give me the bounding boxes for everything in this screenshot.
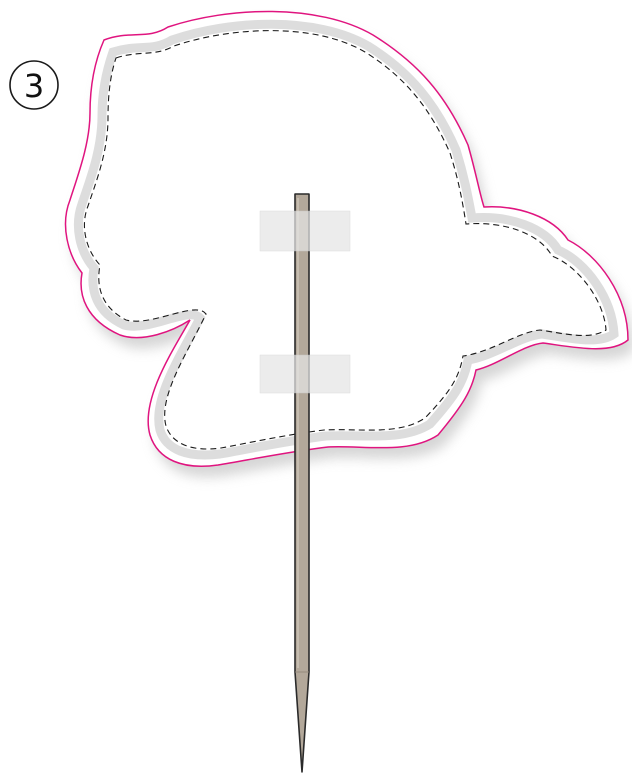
step-number-badge: 3	[10, 61, 58, 109]
step-number-text: 3	[24, 67, 44, 105]
skewer-body	[295, 194, 309, 772]
tape-strip-bottom	[260, 355, 350, 393]
skewer-stick	[295, 194, 309, 772]
tape-strip-top	[260, 211, 350, 251]
